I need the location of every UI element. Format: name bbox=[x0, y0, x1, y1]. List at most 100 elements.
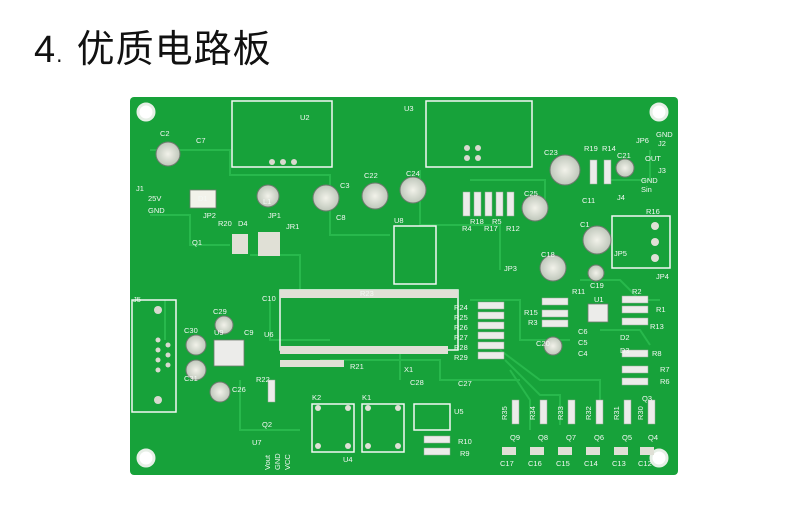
label-jr1: JR1 bbox=[286, 222, 299, 231]
label-c27: C27 bbox=[458, 379, 472, 388]
capacitor-c21 bbox=[615, 158, 635, 178]
resistor-r4 bbox=[462, 191, 471, 217]
label-c5: C5 bbox=[578, 338, 588, 347]
resistor-r11 bbox=[541, 297, 569, 306]
pad bbox=[155, 337, 161, 343]
resistor-r2 bbox=[621, 295, 649, 304]
label-r4: R4 bbox=[462, 224, 472, 233]
resistor-r3 bbox=[541, 319, 569, 328]
label-q3: Q3 bbox=[642, 394, 652, 403]
pin-header-top bbox=[280, 290, 458, 298]
resistor-r29 bbox=[477, 351, 505, 360]
label-r1: R1 bbox=[656, 305, 666, 314]
k1-relay bbox=[361, 403, 405, 453]
label-r32: R32 bbox=[584, 406, 593, 420]
resistor-r34 bbox=[539, 399, 548, 425]
pad bbox=[345, 443, 351, 449]
label-sin: Sin bbox=[641, 185, 652, 194]
pad bbox=[365, 405, 371, 411]
label-q6: Q6 bbox=[594, 433, 604, 442]
chip-u1 bbox=[587, 303, 609, 323]
label-vcc: VCC bbox=[283, 454, 292, 470]
pad bbox=[345, 405, 351, 411]
label-r24: R24 bbox=[454, 303, 468, 312]
k2-relay bbox=[311, 403, 355, 453]
label-u7: U7 bbox=[252, 438, 262, 447]
pad bbox=[464, 155, 470, 161]
resistor-r32 bbox=[595, 399, 604, 425]
pin-header-bottom bbox=[280, 346, 448, 354]
capacitor-c17 bbox=[502, 447, 516, 455]
pin-rows bbox=[280, 290, 458, 367]
label-r30: R30 bbox=[636, 406, 645, 420]
pad bbox=[165, 352, 171, 358]
pad bbox=[165, 362, 171, 368]
label-r34: R34 bbox=[528, 406, 537, 420]
pad bbox=[395, 405, 401, 411]
label-r16: R16 bbox=[646, 207, 660, 216]
label-l1: L1 bbox=[263, 197, 271, 206]
label-c2: C2 bbox=[160, 129, 170, 138]
label-q8: Q8 bbox=[538, 433, 548, 442]
pad bbox=[651, 254, 659, 262]
label-c20: C20 bbox=[536, 339, 550, 348]
capacitor-c31 bbox=[185, 359, 207, 381]
pad bbox=[155, 357, 161, 363]
u8-outline bbox=[393, 225, 437, 285]
label-c8: C8 bbox=[336, 213, 346, 222]
page-title: 4. 优质电路板 bbox=[34, 27, 272, 71]
label-r5: R5 bbox=[492, 217, 502, 226]
pad-jr1 bbox=[258, 232, 280, 256]
label-c16: C16 bbox=[528, 459, 542, 468]
label-r6: R6 bbox=[660, 377, 670, 386]
label-d3: D3 bbox=[620, 346, 630, 355]
chip-u9 bbox=[213, 339, 245, 367]
label-c23: C23 bbox=[544, 148, 558, 157]
resistor-r35 bbox=[511, 399, 520, 425]
capacitor-c13 bbox=[614, 447, 628, 455]
label-u1: U1 bbox=[594, 295, 604, 304]
u5-outline bbox=[413, 403, 451, 431]
label-r20: R20 bbox=[218, 219, 232, 228]
label-25v: 25V bbox=[148, 194, 161, 203]
mounting-hole bbox=[136, 102, 156, 122]
resistor-r26 bbox=[477, 321, 505, 330]
label-j1: J1 bbox=[136, 184, 144, 193]
label-c28: C28 bbox=[410, 378, 424, 387]
r16-outline bbox=[611, 215, 671, 269]
u3-outline bbox=[425, 100, 533, 168]
u2-outline bbox=[231, 100, 333, 168]
label-q7: Q7 bbox=[566, 433, 576, 442]
capacitor-c25 bbox=[521, 194, 549, 222]
resistor-r33 bbox=[567, 399, 576, 425]
label-jp4: JP4 bbox=[656, 272, 669, 281]
capacitor-c3 bbox=[312, 184, 340, 212]
label-d1: D1 bbox=[198, 194, 208, 203]
label-r29: R29 bbox=[454, 353, 468, 362]
mounting-holes bbox=[136, 102, 669, 468]
label-jp3: JP3 bbox=[504, 264, 517, 273]
label-r15: R15 bbox=[524, 308, 538, 317]
label-u2: U2 bbox=[300, 113, 310, 122]
pad bbox=[464, 145, 470, 151]
label-c22: C22 bbox=[364, 171, 378, 180]
resistor-r9 bbox=[423, 447, 451, 456]
label-r33: R33 bbox=[556, 406, 565, 420]
capacitor-c24 bbox=[399, 176, 427, 204]
resistor-r5 bbox=[495, 191, 504, 217]
pad bbox=[155, 347, 161, 353]
label-u6: U6 bbox=[264, 330, 274, 339]
label-c26: C26 bbox=[232, 385, 246, 394]
label-r9: R9 bbox=[460, 449, 470, 458]
resistor-r30 bbox=[647, 399, 656, 425]
label-r3: R3 bbox=[528, 318, 538, 327]
capacitor-c22 bbox=[361, 182, 389, 210]
capacitor-c20 bbox=[543, 336, 563, 356]
label-c3: C3 bbox=[340, 181, 350, 190]
title-number: 4 bbox=[34, 29, 57, 71]
label-u8: U8 bbox=[394, 216, 404, 225]
label-r28: R28 bbox=[454, 343, 468, 352]
capacitor-c2 bbox=[155, 141, 181, 167]
label-c7: C7 bbox=[196, 136, 206, 145]
